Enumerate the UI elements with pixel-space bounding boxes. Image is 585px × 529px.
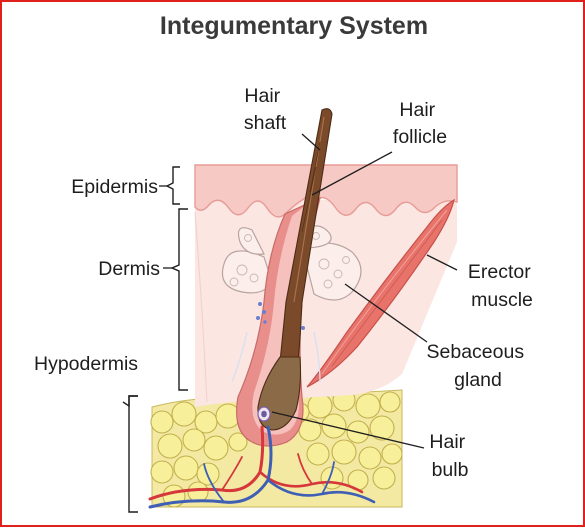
dermis-bracket [170, 208, 188, 391]
fat-cell [150, 410, 174, 434]
fat-cell [157, 433, 183, 459]
fat-cell [369, 415, 395, 441]
hair-bulb-leader [271, 411, 425, 449]
fat-cell [355, 393, 381, 419]
fat-cell [173, 455, 199, 481]
fat-cell [203, 435, 229, 461]
fat-cell [306, 442, 330, 466]
erector-muscle-label: Erector muscle [468, 261, 536, 311]
sebaceous-gland [221, 225, 362, 301]
hair-follicle-leader [311, 151, 393, 196]
fat-cell [379, 391, 401, 413]
fat-cell [372, 466, 396, 490]
sebaceous-gland-label: Sebaceous gland [427, 341, 530, 391]
hair-shaft-leader [301, 133, 321, 151]
fat-cell [321, 413, 347, 439]
hypodermis-label: Hypodermis [34, 353, 138, 375]
epidermis-bracket [165, 166, 180, 205]
fat-cell [171, 401, 197, 427]
epidermis-layer [194, 164, 458, 218]
dermis-label: Dermis [98, 258, 160, 280]
hair-bulb-label: Hair bulb [429, 431, 470, 481]
sebaceous-gland-leader [344, 283, 428, 343]
epidermis-label: Epidermis [71, 176, 158, 198]
hypodermis-bracket [128, 395, 138, 513]
hair-follicle-label: Hair follicle [393, 99, 447, 148]
blood-vessels [148, 425, 376, 509]
hair-shaft-label: Hair shaft [244, 85, 287, 134]
diagram-title: Integumentary System [160, 12, 428, 40]
hypodermis-fat-layer [150, 388, 403, 508]
fat-cell [182, 428, 206, 452]
fat-cell [150, 460, 174, 484]
fat-cell [187, 481, 209, 503]
hair-bulb [257, 356, 302, 431]
hair-shaft [279, 108, 333, 363]
erector-muscle-leader [426, 254, 458, 271]
fat-cell [228, 432, 248, 452]
fat-cell [331, 439, 357, 465]
fat-cell [307, 393, 333, 419]
hypodermis-bracket-top [122, 395, 138, 408]
fat-cell [358, 446, 382, 470]
fat-cell [381, 443, 403, 465]
